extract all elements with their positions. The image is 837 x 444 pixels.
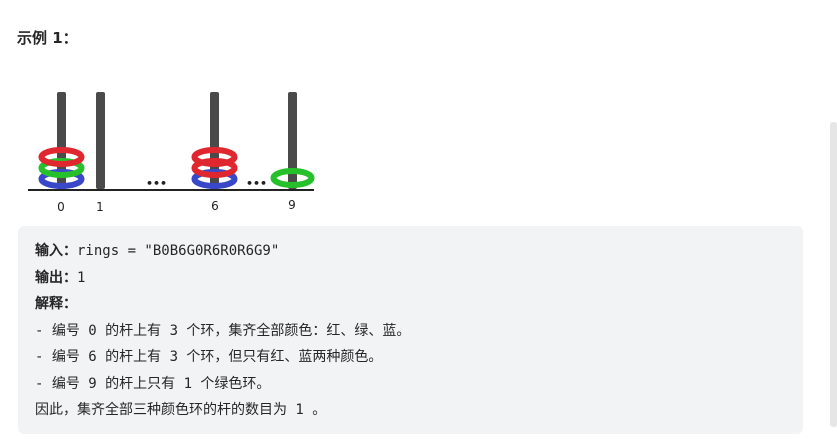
rod-label-1: 1	[96, 200, 104, 214]
rod-label-9: 9	[288, 198, 296, 212]
example-code-block: 输入：rings = "B0B6G0R6R0R6G9" 输出：1 解释： - 编…	[18, 226, 803, 434]
output-label: 输出：	[35, 269, 77, 286]
explanation-text: - 编号 0 的杆上有 3 个环，集齐全部颜色：红、绿、蓝。	[35, 322, 411, 339]
ellipsis-2: •••	[246, 177, 267, 190]
rod-label-0: 0	[57, 200, 65, 214]
base-line	[28, 189, 314, 191]
rod-1	[96, 92, 105, 189]
input-value: rings = "B0B6G0R6R0R6G9"	[77, 243, 280, 259]
ellipsis-1: •••	[146, 177, 167, 190]
example-heading: 示例 1：	[17, 29, 78, 47]
ring-red	[191, 147, 238, 167]
explanation-line: 解释：	[35, 291, 803, 318]
input-line: 输入：rings = "B0B6G0R6R0R6G9"	[35, 238, 803, 265]
rod-9	[288, 92, 297, 189]
explanation-text: 因此，集齐全部三种颜色环的杆的数目为 1 。	[35, 402, 327, 418]
output-value: 1	[77, 269, 86, 286]
input-label: 输入：	[35, 243, 77, 259]
ring-green	[270, 168, 315, 188]
explanation-text: - 编号 9 的杆上只有 1 个绿色环。	[35, 375, 271, 392]
explanation-text: - 编号 6 的杆上有 3 个环，但只有红、蓝两种颜色。	[35, 349, 383, 365]
rod-label-6: 6	[211, 199, 219, 213]
rings-and-rods-figure: ••• ••• 0 1 6 9	[28, 92, 315, 214]
output-line: 输出：1	[35, 265, 803, 292]
explanation-label: 解释：	[35, 296, 77, 312]
scrollbar[interactable]	[830, 122, 837, 427]
ring-red	[38, 147, 85, 167]
